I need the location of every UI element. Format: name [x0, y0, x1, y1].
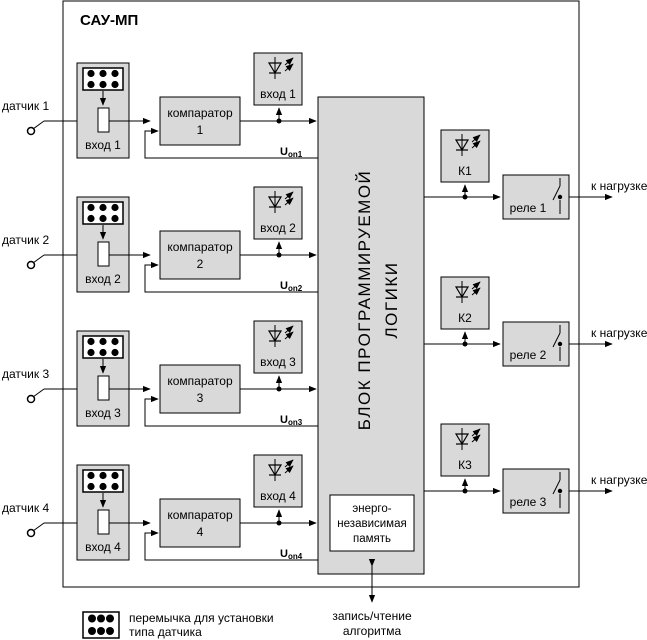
comparator-block [159, 96, 241, 146]
relay-contact-icon [552, 185, 561, 201]
sensor-label: датчик 1 [2, 99, 49, 113]
input-led-icon [253, 52, 303, 106]
memory-line3: память [353, 533, 391, 545]
output-led-label: К3 [458, 458, 472, 472]
sensor-terminal-icon [26, 394, 36, 404]
output-2: К2 реле 2 к нагрузке [424, 276, 647, 367]
resistor-icon [97, 375, 110, 401]
memory-line1: энерго- [352, 503, 391, 515]
load-label: к нагрузке [591, 326, 647, 340]
load-label: к нагрузке [591, 473, 647, 487]
system-title: САУ-МП [80, 12, 138, 29]
sensor-terminal-icon [26, 126, 36, 136]
input-led-icon [253, 320, 303, 374]
input-led-label: вход 2 [260, 221, 296, 235]
channel-1: датчик 1 вход 1 компаратор 1 вход 1 Uon1 [2, 52, 318, 159]
output-led-icon [440, 276, 490, 330]
memory-line2: независимая [337, 518, 406, 530]
comparator-block [159, 498, 241, 548]
input-led-icon [253, 186, 303, 240]
input-label: вход 1 [85, 138, 121, 152]
resistor-icon [97, 241, 110, 267]
comparator-label: компаратор [167, 240, 233, 254]
comparator-number: 4 [197, 525, 204, 539]
resistor-icon [97, 509, 110, 535]
input-led-icon [253, 454, 303, 508]
sensor-label: датчик 3 [2, 367, 49, 381]
channel-3: датчик 3 вход 3 компаратор 3 вход 3 Uon3 [2, 320, 318, 427]
relay-contact-icon [552, 479, 561, 495]
legend-line2: типа датчика [129, 625, 202, 639]
io-label-line2: алгоритма [343, 624, 402, 638]
uon-label: Uon1 [280, 146, 303, 159]
io-label-line1: запись/чтение [332, 609, 412, 623]
sensor-label: датчик 4 [2, 501, 49, 515]
input-led-label: вход 1 [260, 87, 296, 101]
load-label: к нагрузке [591, 179, 647, 193]
logic-block-line2: ЛОГИКИ [382, 262, 401, 339]
uon-label: Uon2 [280, 280, 303, 293]
sensor-terminal-icon [26, 528, 36, 538]
channel-4: датчик 4 вход 4 компаратор 4 вход 4 Uon4 [2, 454, 318, 561]
relay-label: реле 1 [510, 201, 547, 215]
resistor-icon [97, 107, 110, 133]
comparator-number: 3 [197, 391, 204, 405]
comparator-block [159, 230, 241, 280]
uon-label: Uon3 [280, 414, 303, 427]
input-label: вход 4 [85, 540, 121, 554]
relay-label: реле 2 [510, 348, 547, 362]
comparator-label: компаратор [167, 508, 233, 522]
input-label: вход 3 [85, 406, 121, 420]
output-led-icon [440, 423, 490, 477]
sensor-label: датчик 2 [2, 233, 49, 247]
output-3: К3 реле 3 к нагрузке [424, 423, 647, 514]
relay-label: реле 3 [510, 495, 547, 509]
memory-block [329, 494, 415, 552]
input-led-label: вход 3 [260, 355, 296, 369]
uon-label: Uon4 [280, 548, 303, 561]
comparator-block [159, 364, 241, 414]
output-led-label: К2 [458, 311, 472, 325]
legend-line1: перемычка для установки [129, 611, 274, 625]
sensor-terminal-icon [26, 260, 36, 270]
input-label: вход 2 [85, 272, 121, 286]
legend: перемычка для установки типа датчика [82, 611, 274, 639]
input-led-label: вход 4 [260, 489, 296, 503]
logic-block-line1: БЛОК ПРОГРАММИРУЕМОЙ [355, 170, 374, 431]
output-1: К1 реле 1 к нагрузке [424, 129, 647, 220]
comparator-number: 2 [197, 257, 204, 271]
output-led-label: К1 [458, 164, 472, 178]
output-led-icon [440, 129, 490, 183]
channel-2: датчик 2 вход 2 компаратор 2 вход 2 Uon2 [2, 186, 318, 293]
comparator-label: компаратор [167, 106, 233, 120]
comparator-number: 1 [197, 123, 204, 137]
comparator-label: компаратор [167, 374, 233, 388]
relay-contact-icon [552, 332, 561, 348]
